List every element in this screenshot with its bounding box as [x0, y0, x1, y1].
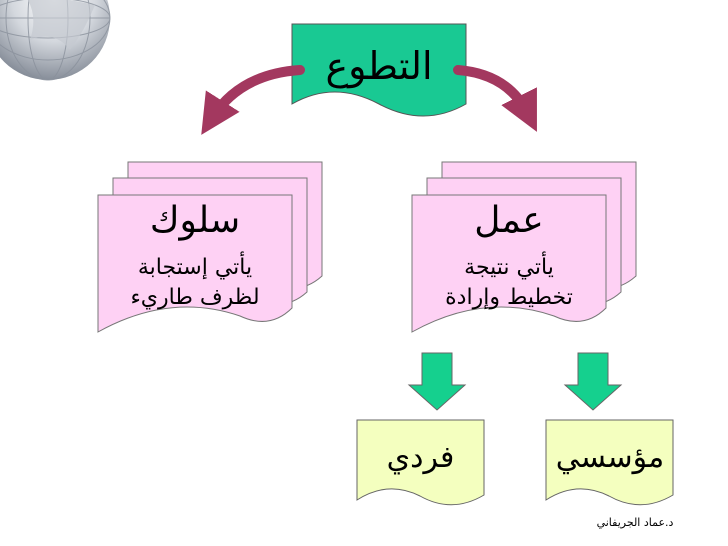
- title-box: [291, 23, 467, 117]
- right-card-stack: [411, 161, 637, 333]
- right-card-line2: تخطيط وإرادة: [445, 285, 573, 310]
- right-card: [411, 194, 607, 333]
- right-card-line1: يأتي نتيجة: [464, 255, 554, 280]
- globe-icon: [0, 0, 111, 81]
- institutional-label: مؤسسي: [555, 440, 665, 475]
- left-card: [97, 194, 293, 333]
- left-curved-arrow: [201, 65, 305, 135]
- institutional-box: [545, 419, 674, 506]
- right-card-heading: عمل: [474, 200, 544, 241]
- right-curved-arrow: [453, 65, 537, 132]
- left-card-line2: لظرف طاريء: [130, 285, 260, 310]
- down-arrow-left: [407, 352, 467, 411]
- individual-box: [356, 419, 485, 506]
- left-card-stack: [97, 161, 323, 333]
- left-card-line1: يأتي إستجابة: [137, 255, 253, 280]
- author-footer: د.عماد الجريفاني: [596, 516, 674, 529]
- down-arrow-right: [563, 352, 623, 411]
- individual-label: فردي: [386, 440, 455, 475]
- left-card-heading: سلوك: [149, 200, 241, 241]
- diagram-title: التطوع: [325, 44, 433, 88]
